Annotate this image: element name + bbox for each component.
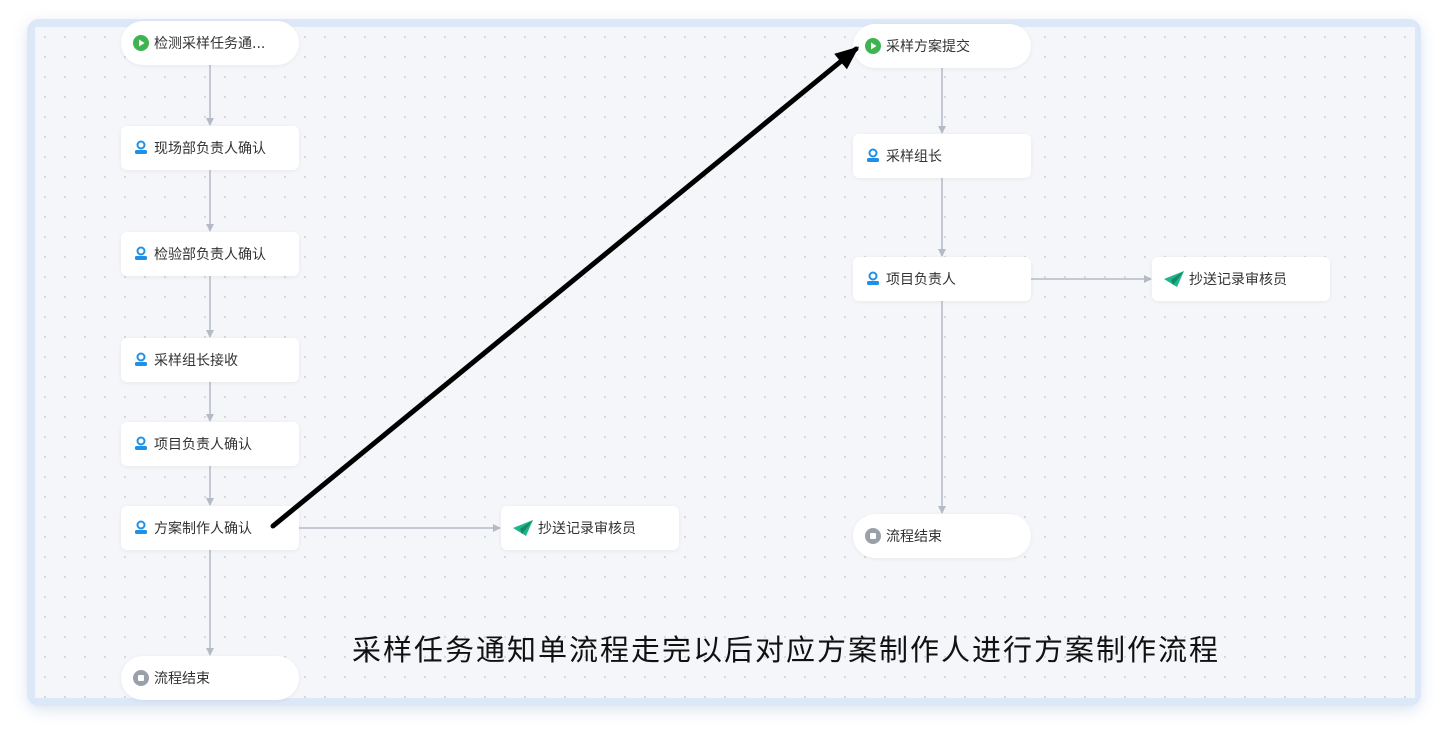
left-approver-node[interactable]: 项目负责人确认 bbox=[121, 422, 299, 466]
left-approver-node[interactable]: 现场部负责人确认 bbox=[121, 126, 299, 170]
right-approver-node[interactable]: 采样组长 bbox=[853, 134, 1031, 178]
left-start-node[interactable]: 检测采样任务通... bbox=[121, 21, 299, 65]
paper-plane-icon bbox=[513, 520, 533, 536]
user-icon bbox=[865, 148, 881, 164]
node-label: 抄送记录审核员 bbox=[1189, 272, 1287, 288]
play-icon bbox=[133, 35, 149, 51]
user-icon bbox=[133, 520, 149, 536]
right-approver-node[interactable]: 项目负责人 bbox=[853, 257, 1031, 301]
right-cc-node[interactable]: 抄送记录审核员 bbox=[1152, 257, 1330, 301]
left-end-node[interactable]: 流程结束 bbox=[121, 656, 299, 700]
user-icon bbox=[133, 246, 149, 262]
node-label: 流程结束 bbox=[154, 671, 210, 687]
paper-plane-icon bbox=[1164, 271, 1184, 287]
user-icon bbox=[133, 436, 149, 452]
user-icon bbox=[865, 271, 881, 287]
node-label: 检测采样任务通... bbox=[154, 36, 266, 52]
node-label: 流程结束 bbox=[886, 529, 942, 545]
node-label: 采样组长 bbox=[886, 149, 942, 165]
node-label: 抄送记录审核员 bbox=[538, 521, 636, 537]
stop-icon bbox=[865, 528, 881, 544]
node-label: 检验部负责人确认 bbox=[154, 247, 266, 263]
right-start-node[interactable]: 采样方案提交 bbox=[853, 24, 1031, 68]
node-label: 项目负责人确认 bbox=[154, 437, 252, 453]
node-label: 采样组长接收 bbox=[154, 353, 238, 369]
left-approver-node[interactable]: 检验部负责人确认 bbox=[121, 232, 299, 276]
node-label: 方案制作人确认 bbox=[154, 521, 252, 537]
play-icon bbox=[865, 38, 881, 54]
node-label: 采样方案提交 bbox=[886, 39, 970, 55]
stop-icon bbox=[133, 670, 149, 686]
left-approver-node[interactable]: 采样组长接收 bbox=[121, 338, 299, 382]
annotation-caption: 采样任务通知单流程走完以后对应方案制作人进行方案制作流程 bbox=[352, 633, 1221, 667]
left-approver-node[interactable]: 方案制作人确认 bbox=[121, 506, 299, 550]
user-icon bbox=[133, 352, 149, 368]
right-end-node[interactable]: 流程结束 bbox=[853, 514, 1031, 558]
left-cc-node[interactable]: 抄送记录审核员 bbox=[501, 506, 679, 550]
node-label: 现场部负责人确认 bbox=[154, 141, 266, 157]
user-icon bbox=[133, 140, 149, 156]
node-label: 项目负责人 bbox=[886, 272, 956, 288]
